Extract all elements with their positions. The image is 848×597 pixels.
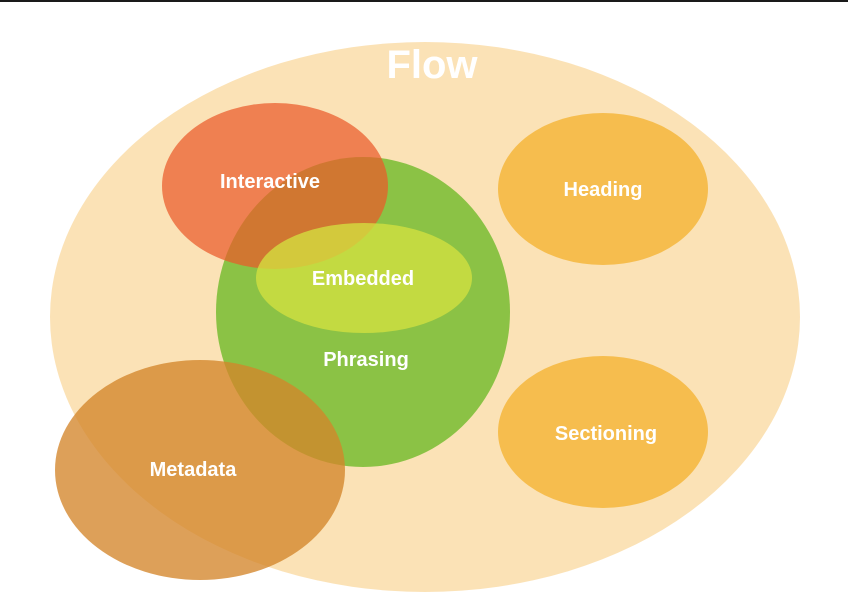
heading-set-ellipse <box>498 113 708 265</box>
heading-label: Heading <box>564 179 643 201</box>
sectioning-set-ellipse <box>498 356 708 508</box>
flow-label: Flow <box>386 43 478 87</box>
embedded-label: Embedded <box>312 268 414 290</box>
phrasing-label: Phrasing <box>323 349 409 371</box>
top-border-rule <box>0 0 848 2</box>
metadata-label: Metadata <box>150 459 238 481</box>
embedded-set-ellipse <box>256 223 472 333</box>
metadata-set-ellipse <box>55 360 345 580</box>
interactive-label: Interactive <box>220 171 320 193</box>
sectioning-label: Sectioning <box>555 423 657 445</box>
